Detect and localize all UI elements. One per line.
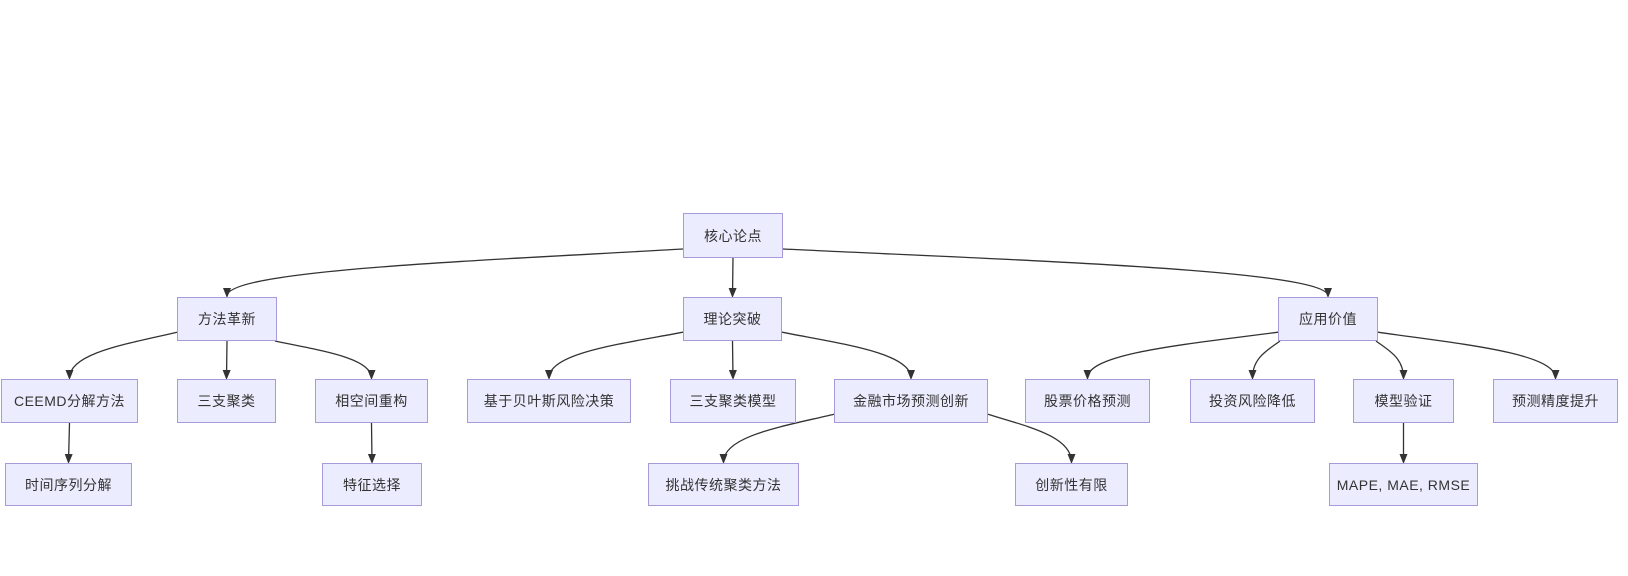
node-label-phase-space-reconstruction: 相空间重构 — [335, 393, 408, 409]
node-three-way-clustering-model: 三支聚类模型 — [670, 379, 796, 423]
edge-application-value-to-investment-risk-reduction — [1248, 340, 1281, 380]
node-investment-risk-reduction: 投资风险降低 — [1190, 379, 1315, 423]
edge-core-thesis-to-application-value — [782, 248, 1332, 298]
node-label-investment-risk-reduction: 投资风险降低 — [1209, 393, 1296, 409]
node-label-three-way-clustering-model: 三支聚类模型 — [689, 393, 777, 409]
node-label-time-series-decomposition: 时间序列分解 — [25, 476, 112, 493]
node-label-core-thesis: 核心论点 — [704, 227, 762, 244]
node-label-three-way-clustering: 三支聚类 — [197, 393, 256, 409]
node-core-thesis: 核心论点 — [683, 213, 783, 258]
edge-financial-market-forecast-innovation-to-limited-novelty — [987, 413, 1076, 464]
node-ceemd-decomposition: CEEMD分解方法 — [1, 379, 138, 423]
edge-method-innovation-to-phase-space-reconstruction — [274, 340, 376, 380]
node-label-stock-price-forecast: 股票价格预测 — [1044, 393, 1131, 409]
node-bayesian-risk-decision: 基于贝叶斯风险决策 — [467, 379, 631, 423]
node-stock-price-forecast: 股票价格预测 — [1025, 379, 1150, 423]
edge-application-value-to-model-validation — [1375, 340, 1408, 380]
edge-core-thesis-to-theory-breakthrough — [728, 257, 737, 298]
node-label-financial-market-forecast-innovation: 金融市场预测创新 — [853, 393, 969, 409]
node-label-challenge-traditional-clustering: 挑战传统聚类方法 — [665, 476, 782, 493]
node-phase-space-reconstruction: 相空间重构 — [315, 379, 428, 423]
node-feature-selection: 特征选择 — [322, 463, 422, 506]
node-limited-novelty: 创新性有限 — [1015, 463, 1128, 506]
node-label-application-value: 应用价值 — [1299, 311, 1357, 327]
node-label-feature-selection: 特征选择 — [343, 476, 401, 493]
node-mape-mae-rmse: MAPE, MAE, RMSE — [1329, 463, 1478, 506]
node-label-theory-breakthrough: 理论突破 — [703, 311, 762, 327]
edge-application-value-to-forecast-precision-improvement — [1377, 331, 1560, 380]
node-label-bayesian-risk-decision: 基于贝叶斯风险决策 — [483, 393, 615, 409]
edge-theory-breakthrough-to-bayesian-risk-decision — [545, 331, 684, 380]
edge-theory-breakthrough-to-three-way-clustering-model — [728, 340, 737, 380]
edge-application-value-to-stock-price-forecast — [1083, 331, 1279, 380]
edge-financial-market-forecast-innovation-to-challenge-traditional-clustering — [719, 413, 835, 464]
edge-phase-space-reconstruction-to-feature-selection — [367, 422, 376, 464]
edge-method-innovation-to-three-way-clustering — [222, 340, 231, 380]
node-time-series-decomposition: 时间序列分解 — [5, 463, 132, 506]
edge-ceemd-decomposition-to-time-series-decomposition — [64, 422, 73, 464]
node-model-validation: 模型验证 — [1353, 379, 1454, 423]
node-theory-breakthrough: 理论突破 — [683, 297, 782, 341]
node-financial-market-forecast-innovation: 金融市场预测创新 — [834, 379, 988, 423]
node-challenge-traditional-clustering: 挑战传统聚类方法 — [648, 463, 799, 506]
node-label-mape-mae-rmse: MAPE, MAE, RMSE — [1336, 476, 1471, 493]
edge-theory-breakthrough-to-financial-market-forecast-innovation — [781, 331, 915, 380]
node-label-forecast-precision-improvement: 预测精度提升 — [1512, 393, 1599, 409]
node-forecast-precision-improvement: 预测精度提升 — [1493, 379, 1618, 423]
node-label-method-innovation: 方法革新 — [198, 311, 256, 327]
node-method-innovation: 方法革新 — [177, 297, 277, 341]
edge-core-thesis-to-method-innovation — [223, 248, 684, 298]
node-label-ceemd-decomposition: CEEMD分解方法 — [13, 393, 126, 409]
node-label-limited-novelty: 创新性有限 — [1035, 476, 1108, 493]
node-application-value: 应用价值 — [1278, 297, 1378, 341]
node-label-model-validation: 模型验证 — [1374, 393, 1433, 409]
edge-method-innovation-to-ceemd-decomposition — [65, 331, 178, 380]
node-three-way-clustering: 三支聚类 — [177, 379, 276, 423]
